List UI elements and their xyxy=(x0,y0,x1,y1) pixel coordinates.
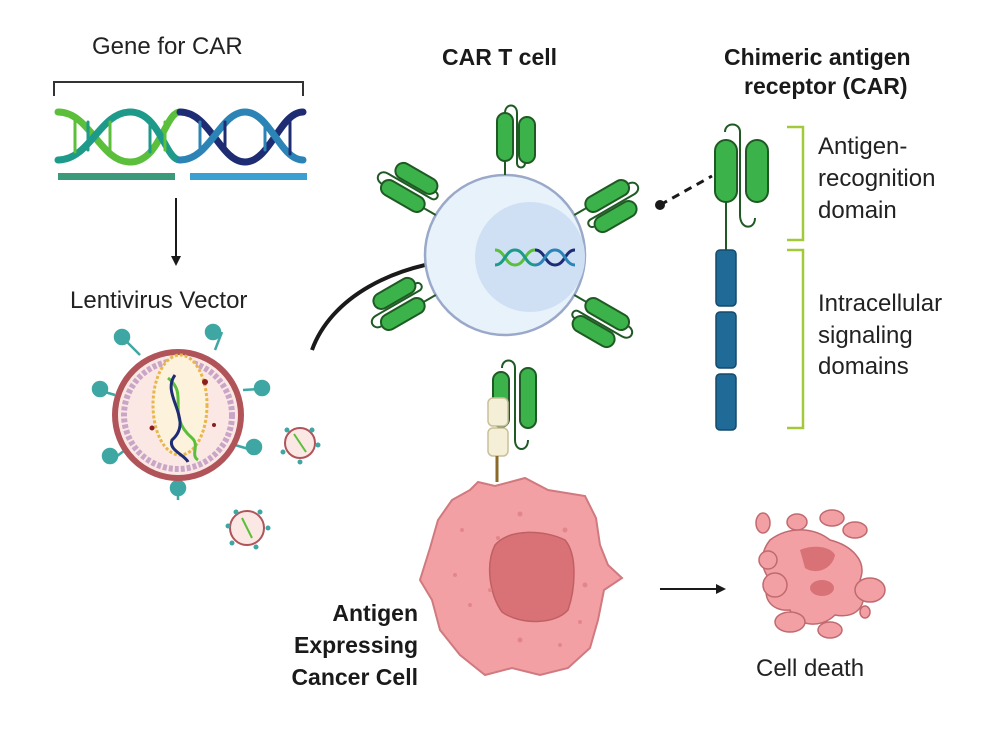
car-title-line1: Chimeric antigen xyxy=(724,44,911,70)
car-receptors xyxy=(370,104,640,349)
car-receptor-icon xyxy=(573,179,640,234)
signaling-bracket xyxy=(787,248,805,430)
car-receptor-icon xyxy=(376,161,439,216)
antigen-binding xyxy=(487,359,537,482)
antigen-recognition-line1: Antigen- xyxy=(818,133,908,160)
gene-bracket xyxy=(53,81,304,96)
intracellular-line2: signaling xyxy=(818,322,913,349)
antigen-bracket xyxy=(787,125,805,242)
lentivirus-label: Lentivirus Vector xyxy=(70,287,248,314)
car-receptor-icon xyxy=(571,294,634,349)
connector-dot xyxy=(655,200,665,210)
intracellular-line3: domains xyxy=(818,353,909,380)
car-structure xyxy=(714,123,769,431)
cancer-cell xyxy=(418,476,624,677)
cell-death-icon xyxy=(755,509,886,639)
dna-helix-icon xyxy=(54,108,307,166)
antigen-recognition-line2: recognition xyxy=(818,165,936,192)
lentivirus-icon xyxy=(91,323,271,500)
antigen-recognition-line3: domain xyxy=(818,197,897,224)
lentivirus-small-icon xyxy=(280,427,321,465)
car-receptor-icon xyxy=(496,104,536,175)
t-cell xyxy=(423,173,587,337)
gene-bar-teal xyxy=(58,173,175,180)
car-receptor-icon xyxy=(370,276,437,331)
cell-death-label: Cell death xyxy=(756,655,865,682)
gene-label: Gene for CAR xyxy=(92,33,243,60)
cancer-label-line2: Expressing xyxy=(294,632,418,658)
cancer-label-line1: Antigen xyxy=(332,600,418,626)
car-title-line2: receptor (CAR) xyxy=(744,73,908,99)
cancer-label-line3: Cancer Cell xyxy=(291,664,418,690)
lentivirus-small-icon xyxy=(225,509,271,550)
car-t-cell-title: CAR T cell xyxy=(442,44,558,70)
gene-bar-blue xyxy=(190,173,307,180)
intracellular-line1: Intracellular xyxy=(818,290,943,317)
dashed-connector xyxy=(659,174,713,207)
